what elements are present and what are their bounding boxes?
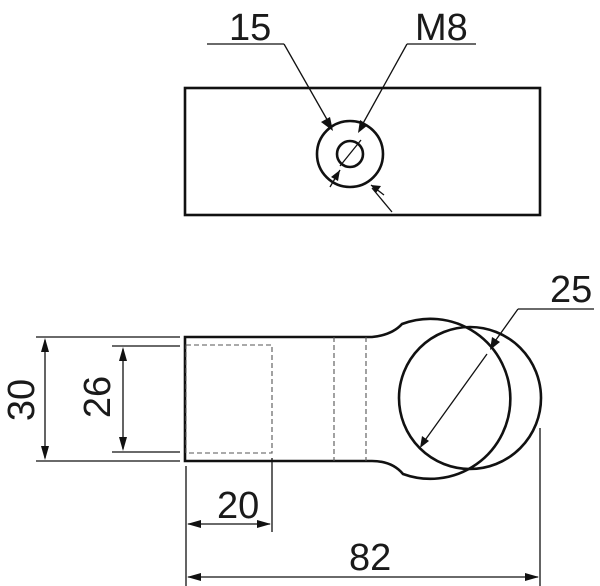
top-view-outline: [183, 86, 542, 217]
dimension-30-label: 30: [1, 379, 43, 421]
dimension-15-label: 15: [229, 7, 271, 49]
dimension-m8-label: M8: [415, 7, 468, 49]
eye-hole: [397, 325, 543, 471]
dimension-20-label: 20: [217, 485, 259, 527]
dimension-15-leader: [207, 43, 385, 196]
front-view-outline: [183, 317, 512, 481]
hidden-thread-bore: [185, 344, 273, 454]
dimension-m8-leader: [329, 43, 476, 213]
dimension-26-label: 26: [77, 376, 119, 418]
front-view: 25 30 26 20: [1, 269, 594, 586]
dimension-20-line: [185, 458, 273, 586]
dimension-82-label: 82: [349, 537, 391, 579]
top-view: 15 M8: [183, 7, 542, 217]
top-view-hole-outer: [315, 119, 385, 189]
dimension-26-line: [112, 345, 180, 453]
dimension-30-line: [36, 336, 180, 462]
top-view-hole-thread: [335, 139, 365, 169]
dimension-82-line: [187, 428, 541, 586]
dimension-25-label: 25: [550, 269, 592, 311]
dimension-25-leader: [420, 308, 594, 448]
